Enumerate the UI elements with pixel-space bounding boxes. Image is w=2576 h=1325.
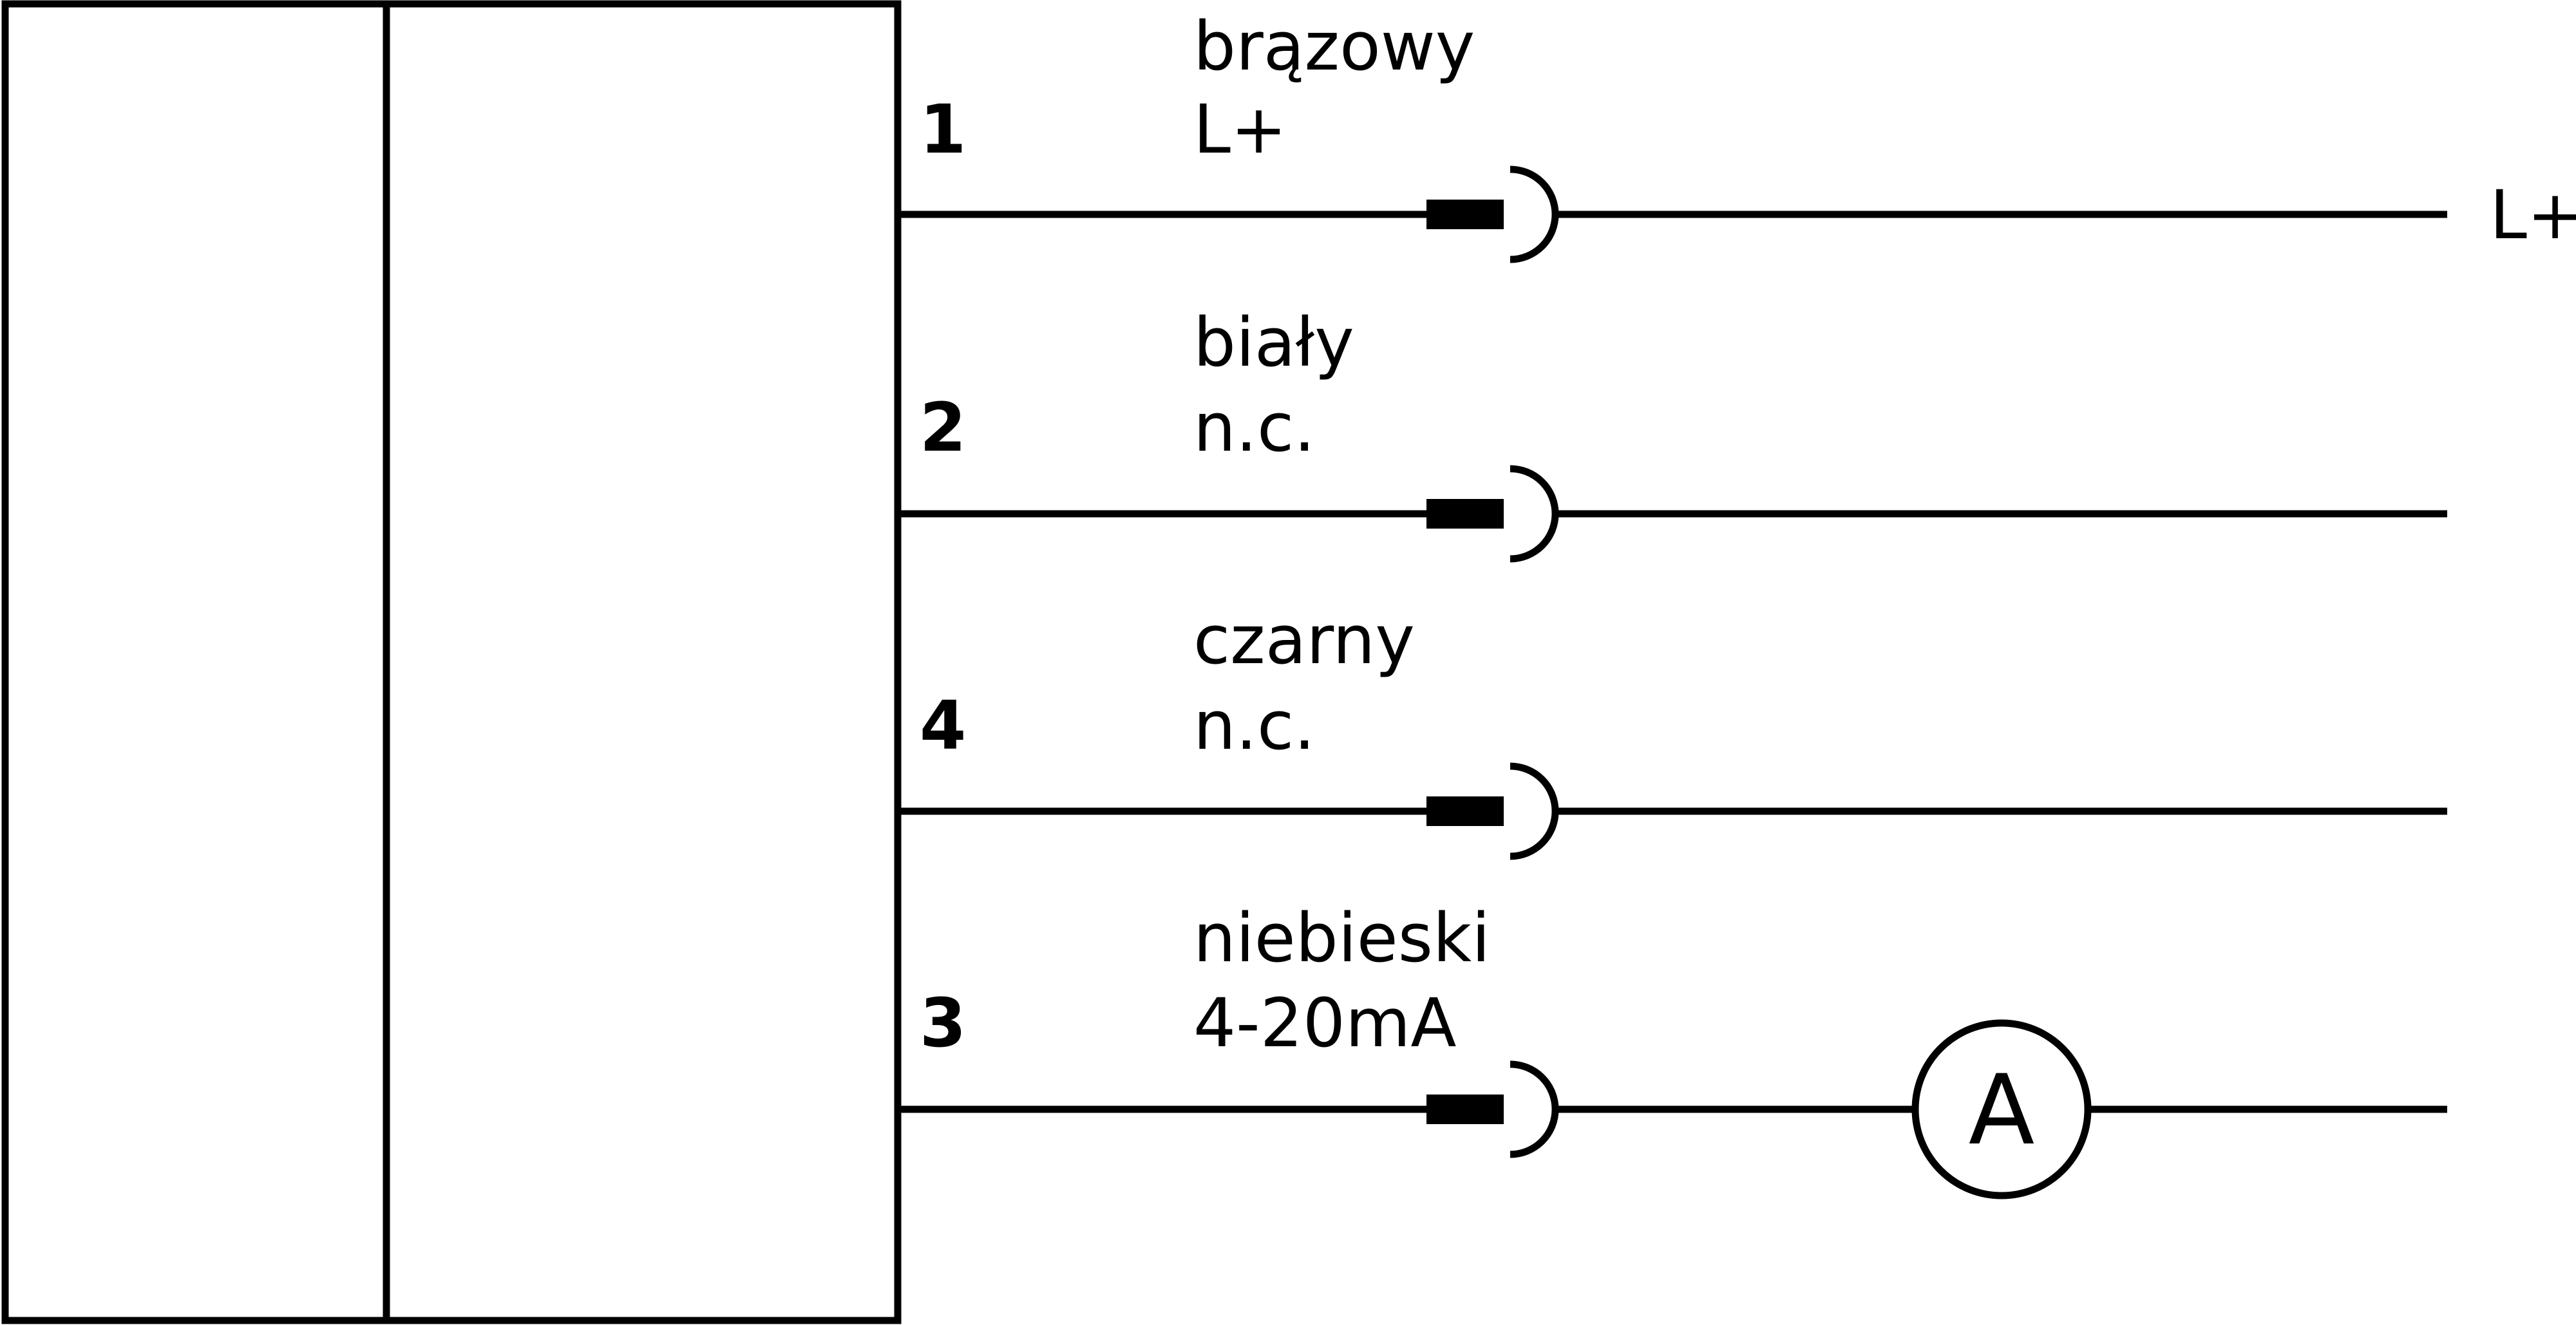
pin-number: 2 <box>920 388 966 467</box>
connector-pin <box>1426 1095 1504 1124</box>
ammeter-label: A <box>1969 1055 2035 1167</box>
wire-color-label: brązowy <box>1193 7 1475 86</box>
connector-pin <box>1426 796 1504 826</box>
connector-pin <box>1426 200 1504 229</box>
connector-socket <box>1510 165 1559 263</box>
wire-signal-label: n.c. <box>1193 388 1315 467</box>
wire-color-label: biały <box>1193 303 1354 382</box>
wire-color-label: niebieski <box>1193 899 1490 977</box>
connector-socket <box>1510 1060 1559 1158</box>
wire-signal-label: n.c. <box>1193 686 1315 765</box>
pin-number: 4 <box>920 686 966 765</box>
wire-1: 1 brązowy L+ L+ <box>898 7 2576 263</box>
pin-number: 3 <box>920 984 966 1062</box>
connector-socket <box>1510 762 1559 860</box>
device-housing <box>1 0 902 1324</box>
connector-socket <box>1510 465 1559 563</box>
wire-signal-label: L+ <box>1193 90 1287 169</box>
wire-3: 3 niebieski 4-20mA A <box>898 899 2447 1199</box>
pin-number: 1 <box>920 90 966 169</box>
wire-color-label: czarny <box>1193 601 1415 679</box>
wire-4: 4 czarny n.c. <box>898 601 2447 860</box>
wire-end-label: L+ <box>2490 176 2576 254</box>
wire-signal-label: 4-20mA <box>1193 984 1456 1062</box>
wire-2: 2 biały n.c. <box>898 303 2447 563</box>
connector-pin <box>1426 499 1504 529</box>
